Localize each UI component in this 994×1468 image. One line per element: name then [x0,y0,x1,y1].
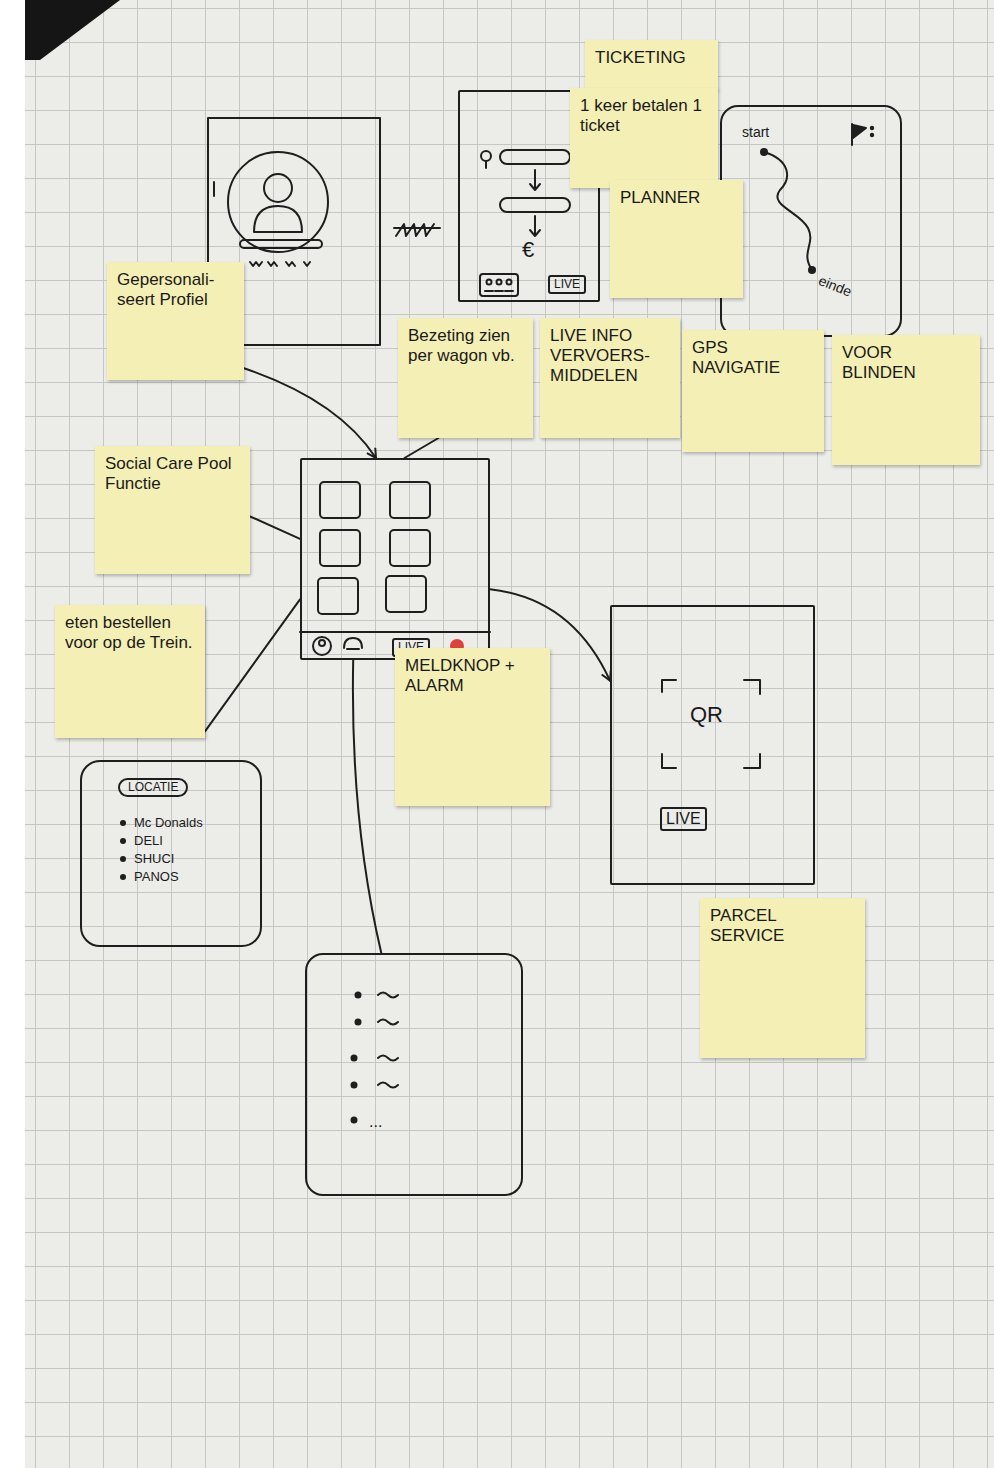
people-icon [497,280,502,285]
screen-label: LIVE [548,275,586,294]
screen-label: ... [369,1113,382,1131]
screen-label: QR [690,703,723,727]
note-text: GPS NAVIGATIE [692,338,814,378]
screen-label: LOCATIE [118,778,188,797]
note-text: PARCEL SERVICE [710,906,855,946]
list-bullet [120,874,126,880]
route-line [764,152,812,270]
list-bullet [120,856,126,862]
profile-icon [319,640,325,646]
note-text: LIVE INFO VERVOERS- MIDDELEN [550,326,670,386]
connector-line [405,438,439,458]
sticky-note: Social Care Pool Functie [95,446,250,574]
app-tile [318,578,358,614]
connector-line [250,516,300,538]
sticky-note: LIVE INFO VERVOERS- MIDDELEN [540,318,680,438]
sticky-note: PARCEL SERVICE [700,898,865,1058]
note-text: 1 keer betalen 1 ticket [580,96,708,136]
note-text: TICKETING [595,48,708,68]
screen-label: PANOS [134,870,179,884]
flow-arrow [530,170,540,190]
pin-icon [485,161,487,168]
avatar-circle [228,152,328,252]
people-icon [507,280,512,285]
note-text: VOOR BLINDEN [842,343,970,383]
list-bullet [355,992,362,999]
input-bar [500,198,570,212]
connector-line [244,368,376,458]
sticky-note: eten bestellen voor op de Trein. [55,605,205,738]
list-bullet [120,838,126,844]
screen-label: einde [816,273,854,300]
note-text: Gepersonali- seert Profiel [117,270,234,310]
connector-line [353,660,381,953]
app-tile [320,530,360,566]
sticky-note: VOOR BLINDEN [832,335,980,465]
flag-dot [871,134,873,136]
pin-icon [481,151,491,161]
screen-wireframe: LIVE [300,458,490,660]
screen-label: Mc Donalds [134,816,203,830]
sticky-note: Bezeting zien per wagon vb. [398,318,533,438]
end-dot [808,266,816,274]
connector-line [205,599,300,731]
sticky-note: Gepersonali- seert Profiel [107,262,244,380]
scroll-mark [213,182,215,196]
start-dot [760,148,768,156]
screen-label: SHUCI [134,852,174,866]
list-bullet [351,1082,358,1089]
note-text: Social Care Pool Functie [105,454,240,494]
scribble [394,224,440,236]
note-text: eten bestellen voor op de Trein. [65,613,195,653]
note-text: MELDKNOP + ALARM [405,656,540,696]
note-text: Bezeting zien per wagon vb. [408,326,523,366]
app-tile [390,530,430,566]
screen-label: € [522,238,534,262]
flow-arrow [530,216,540,236]
sticky-note: 1 keer betalen 1 ticket [570,88,718,188]
sticky-note: MELDKNOP + ALARM [395,648,550,806]
people-icon [480,274,518,296]
screen-wireframe: start einde [720,105,902,337]
tab-bar [300,631,490,633]
input-bar [500,150,570,164]
list-bullet [351,1117,358,1124]
profile-icon [313,637,331,655]
list-bullet [355,1019,362,1026]
qr-frame [662,680,760,768]
screen-wireframe: QR LIVE [610,605,815,885]
avatar-body [254,206,302,232]
screen-label: DELI [134,834,163,848]
name-bar [240,240,322,248]
sticky-note: PLANNER [610,180,743,298]
screen-label: start [742,125,769,140]
screen-label: LIVE [660,807,707,831]
note-text: PLANNER [620,188,733,208]
people-icon [487,280,492,285]
list-squiggle [378,993,398,1088]
screen-wireframe: ... [305,953,523,1196]
list-bullet [351,1055,358,1062]
list-bullet [120,820,126,826]
flag-icon [853,125,866,138]
squiggle-marks [250,262,310,266]
app-tile [390,482,430,518]
sticky-note: TICKETING [585,40,718,90]
app-tile [386,576,426,612]
flag-dot [871,127,873,129]
sticky-note: GPS NAVIGATIE [682,330,824,452]
table-shadow [25,0,120,60]
screen-wireframe: LOCATIE Mc DonaldsDELI SHUCI PANOS [80,760,262,947]
chat-icon [344,638,362,649]
people-icon [485,290,513,292]
app-tile [320,482,360,518]
avatar-head [264,174,292,202]
